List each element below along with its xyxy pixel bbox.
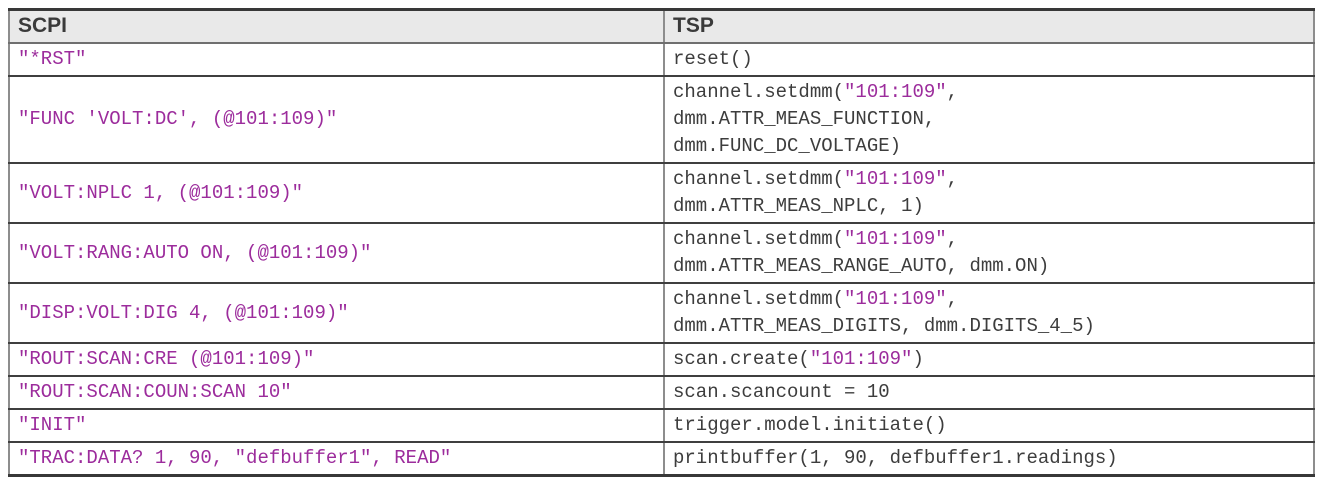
tsp-code-text: channel.setdmm( [673,168,845,190]
column-header-scpi: SCPI [9,9,664,44]
tsp-cell: channel.setdmm("101:109", dmm.ATTR_MEAS_… [663,76,1314,164]
tsp-cell: trigger.model.initiate() [663,409,1314,443]
scpi-cell: "ROUT:SCAN:COUN:SCAN 10" [9,376,664,410]
tsp-code-text: trigger.model.initiate() [673,414,947,436]
tsp-code-text: reset() [673,48,753,70]
table-row: "INIT" trigger.model.initiate() [9,409,1314,443]
scpi-cell: "VOLT:NPLC 1, (@101:109)" [9,163,664,224]
column-header-tsp: TSP [663,9,1314,44]
scpi-command-text: "VOLT:NPLC 1, (@101:109)" [18,181,304,204]
scpi-cell: "DISP:VOLT:DIG 4, (@101:109)" [9,283,664,344]
tsp-cell: channel.setdmm("101:109", dmm.ATTR_MEAS_… [663,163,1314,224]
scpi-cell: "INIT" [9,409,664,443]
table-row: "ROUT:SCAN:COUN:SCAN 10" scan.scancount =… [9,376,1314,410]
tsp-string-literal: "101:109" [844,168,947,190]
tsp-string-literal: "101:109" [844,228,947,250]
tsp-code-text: channel.setdmm( [673,81,845,103]
table-row: "FUNC 'VOLT:DC', (@101:109)" channel.setd… [9,76,1314,164]
scpi-command-text: "DISP:VOLT:DIG 4, (@101:109)" [18,301,349,324]
tsp-code-text: , dmm.ATTR_MEAS_DIGITS, dmm.DIGITS_4_5) [673,288,1095,337]
scpi-cell: "TRAC:DATA? 1, 90, "defbuffer1", READ" [9,442,664,477]
header-row: SCPI TSP [9,9,1314,44]
tsp-cell: scan.scancount = 10 [663,376,1314,410]
tsp-code-text: ) [912,348,924,370]
scpi-cell: "*RST" [9,43,664,77]
table-row: "VOLT:RANG:AUTO ON, (@101:109)" channel.s… [9,223,1314,284]
tsp-code-text: printbuffer(1, 90, defbuffer1.readings) [673,447,1118,469]
tsp-string-literal: "101:109" [844,288,947,310]
scpi-command-text: "INIT" [18,414,87,436]
table-body: "*RST" reset() "FUNC 'VOLT:DC', (@101:109)… [9,43,1314,477]
scpi-command-text: "ROUT:SCAN:CRE (@101:109)" [18,348,315,370]
table-row: "VOLT:NPLC 1, (@101:109)" channel.setdmm(… [9,163,1314,224]
table-row: "ROUT:SCAN:CRE (@101:109)" scan.create("1… [9,343,1314,377]
table-row: "TRAC:DATA? 1, 90, "defbuffer1", READ" pr… [9,442,1314,477]
tsp-cell: scan.create("101:109") [663,343,1314,377]
tsp-code-text: , dmm.ATTR_MEAS_NPLC, 1) [673,168,959,217]
tsp-code-text: channel.setdmm( [673,228,845,250]
tsp-code-text: , dmm.ATTR_MEAS_FUNCTION, dmm.FUNC_DC_VO… [673,81,959,157]
tsp-cell: reset() [663,43,1314,77]
scpi-command-text: "TRAC:DATA? 1, 90, "defbuffer1", READ" [18,447,452,469]
tsp-cell: channel.setdmm("101:109", dmm.ATTR_MEAS_… [663,283,1314,344]
scpi-command-text: "FUNC 'VOLT:DC', (@101:109)" [18,108,338,130]
tsp-string-literal: "101:109" [844,81,947,103]
tsp-code-text: scan.create( [673,348,810,370]
tsp-code-text: , dmm.ATTR_MEAS_RANGE_AUTO, dmm.ON) [673,228,1050,277]
scpi-cell: "VOLT:RANG:AUTO ON, (@101:109)" [9,223,664,284]
scpi-command-text: "VOLT:RANG:AUTO ON, (@101:109)" [18,241,372,264]
tsp-code-text: channel.setdmm( [673,288,845,310]
table-row: "DISP:VOLT:DIG 4, (@101:109)" channel.set… [9,283,1314,344]
scpi-command-text: "ROUT:SCAN:COUN:SCAN 10" [18,381,292,403]
scpi-tsp-table: SCPI TSP "*RST" reset() "FUNC 'VOLT:DC', (… [8,8,1315,477]
scpi-cell: "FUNC 'VOLT:DC', (@101:109)" [9,76,664,164]
scpi-cell: "ROUT:SCAN:CRE (@101:109)" [9,343,664,377]
scpi-command-text: "*RST" [18,48,87,70]
table-row: "*RST" reset() [9,43,1314,77]
tsp-cell: channel.setdmm("101:109", dmm.ATTR_MEAS_… [663,223,1314,284]
tsp-cell: printbuffer(1, 90, defbuffer1.readings) [663,442,1314,477]
tsp-string-literal: "101:109" [809,348,913,370]
tsp-code-text: scan.scancount = 10 [673,381,890,403]
